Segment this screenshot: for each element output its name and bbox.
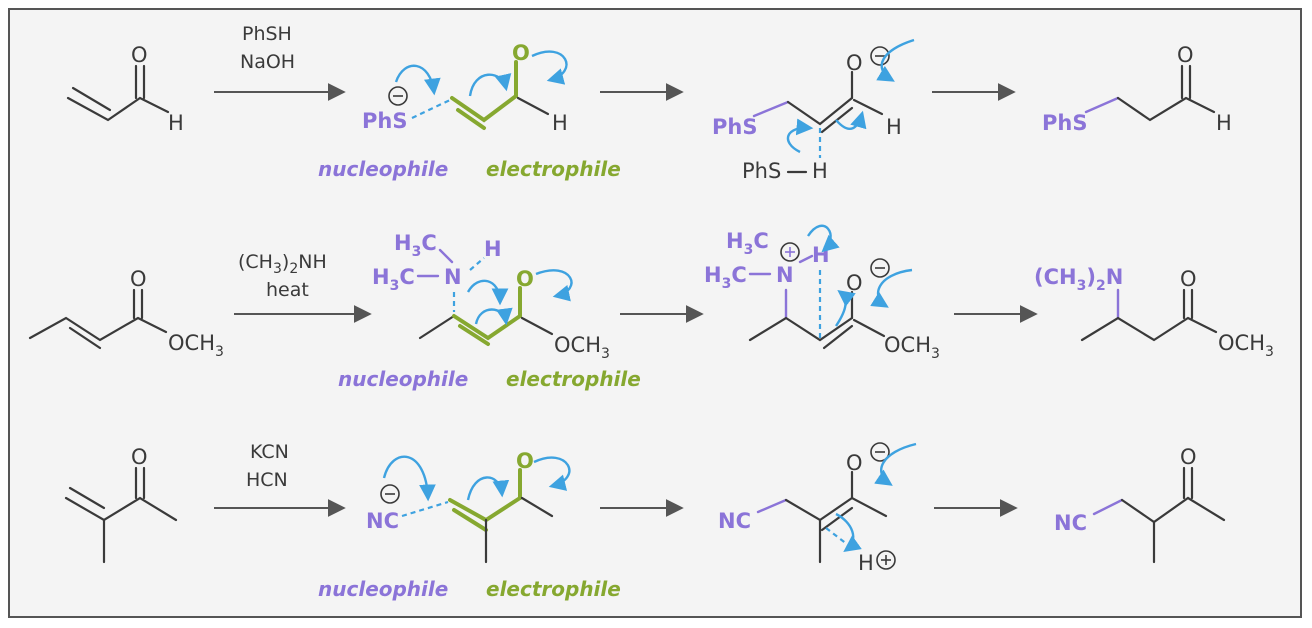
curly-arrow-icon (876, 38, 915, 82)
nucleophile-group: PhS (362, 109, 407, 133)
row-3: O KCN HCN NC O nucleophile electrophile … (64, 441, 1226, 601)
negative-charge-icon (870, 442, 890, 462)
oxygen-atom: O (512, 41, 530, 65)
oxygen-atom: O (516, 449, 534, 473)
curly-arrow-icon (807, 224, 840, 253)
methyl-isopropenyl-ketone-molecule: O (64, 445, 178, 564)
hydrogen-atom: H (886, 115, 902, 139)
hydrogen-atom: H (1216, 111, 1232, 135)
curly-arrow-icon (466, 279, 509, 306)
zwitterion-intermediate: H3C H3C N H O OCH3 (704, 224, 940, 362)
product-3: NC O (1054, 445, 1226, 564)
oxygen-atom: O (1180, 267, 1197, 291)
nucleophile-group: NC (1054, 511, 1087, 535)
methoxy-group: OCH3 (1218, 331, 1274, 360)
row-2: O OCH3 (CH3)2NH heat H3C H3C N H O OCH3 (28, 224, 1274, 391)
curly-arrow-icon (835, 110, 867, 131)
curly-arrow-icon (533, 456, 571, 491)
methyl-group: H3C (726, 229, 769, 258)
curly-arrow-icon (835, 289, 856, 327)
oxygen-atom: O (1180, 445, 1197, 469)
proton: H (858, 551, 874, 575)
nucleophile-group: PhS (1042, 111, 1087, 135)
curly-arrow-icon (835, 512, 862, 552)
methoxy-group: OCH3 (554, 333, 610, 362)
curly-arrow-icon (394, 64, 441, 96)
electrophile-label: electrophile (486, 577, 621, 601)
positive-charge-icon (780, 242, 800, 262)
mechanism-step-2: H3C H3C N H O OCH3 nucleophile electroph… (338, 231, 641, 391)
amine-group: (CH3)2N (1034, 265, 1123, 294)
nitrogen-atom: N (444, 265, 462, 289)
reagent-2: heat (266, 279, 309, 301)
curly-arrow-icon (531, 50, 568, 85)
hydrogen-atom: H (168, 111, 184, 135)
nucleophile-label: nucleophile (318, 577, 448, 601)
proton-source: PhS (742, 159, 781, 183)
reagent-1: (CH3)2NH (238, 251, 327, 277)
negative-charge-icon (870, 258, 890, 278)
positive-charge-icon (876, 550, 896, 570)
reagent-2: NaOH (240, 51, 295, 73)
nucleophile-label: nucleophile (338, 367, 468, 391)
product-1: PhS O H (1042, 43, 1232, 135)
curly-arrow-icon (474, 307, 513, 326)
oxygen-atom: O (131, 445, 148, 469)
negative-charge-icon (380, 484, 400, 504)
mechanism-step-1: PhS O H nucleophile electrophile (318, 41, 621, 181)
row-1: O H PhSH NaOH PhS O H nucleophile electr… (66, 23, 1232, 183)
oxygen-atom: O (131, 43, 148, 67)
negative-charge-icon (870, 46, 890, 66)
curly-arrow-icon (466, 476, 510, 501)
oxygen-atom: O (130, 267, 147, 291)
methyl-crotonate-molecule: O OCH3 (28, 267, 224, 360)
curly-arrow-icon (382, 455, 436, 502)
acrolein-molecule: O H (66, 43, 184, 135)
oxygen-atom: O (846, 451, 863, 475)
oxygen-atom: O (846, 51, 863, 75)
nucleophile-group: PhS (712, 115, 757, 139)
nitrogen-atom: N (776, 263, 794, 287)
nucleophile-group: NC (718, 509, 751, 533)
curly-arrow-icon (786, 118, 814, 154)
reagent-1: PhSH (242, 23, 292, 45)
electrophile-label: electrophile (486, 157, 621, 181)
electrophile-label: electrophile (506, 367, 641, 391)
oxygen-atom: O (846, 271, 863, 295)
nucleophile-label: nucleophile (318, 157, 448, 181)
hydrogen-atom: H (552, 111, 568, 135)
methyl-group: H3C (704, 263, 747, 292)
negative-charge-icon (388, 86, 408, 106)
methyl-group: H3C (372, 265, 415, 294)
oxygen-atom: O (1177, 43, 1194, 67)
curly-arrow-icon (874, 442, 917, 486)
nucleophile-group: NC (366, 509, 399, 533)
reagent-1: KCN (250, 441, 289, 463)
methoxy-group: OCH3 (168, 331, 224, 360)
reagent-2: HCN (246, 469, 288, 491)
oxygen-atom: O (516, 267, 534, 291)
methyl-group: H3C (394, 231, 437, 260)
methoxy-group: OCH3 (884, 333, 940, 362)
enolate-intermediate-1: PhS O H PhS H (712, 38, 915, 183)
curly-arrow-icon (468, 73, 512, 97)
hydrogen-atom: H (484, 237, 502, 261)
enolate-intermediate-3: NC O H (718, 442, 917, 575)
curly-arrow-icon (870, 268, 913, 308)
product-2: (CH3)2N O OCH3 (1034, 265, 1274, 360)
mechanism-step-3: NC O nucleophile electrophile (318, 449, 621, 601)
curly-arrow-icon (535, 269, 573, 302)
proton-hydrogen: H (812, 159, 828, 183)
